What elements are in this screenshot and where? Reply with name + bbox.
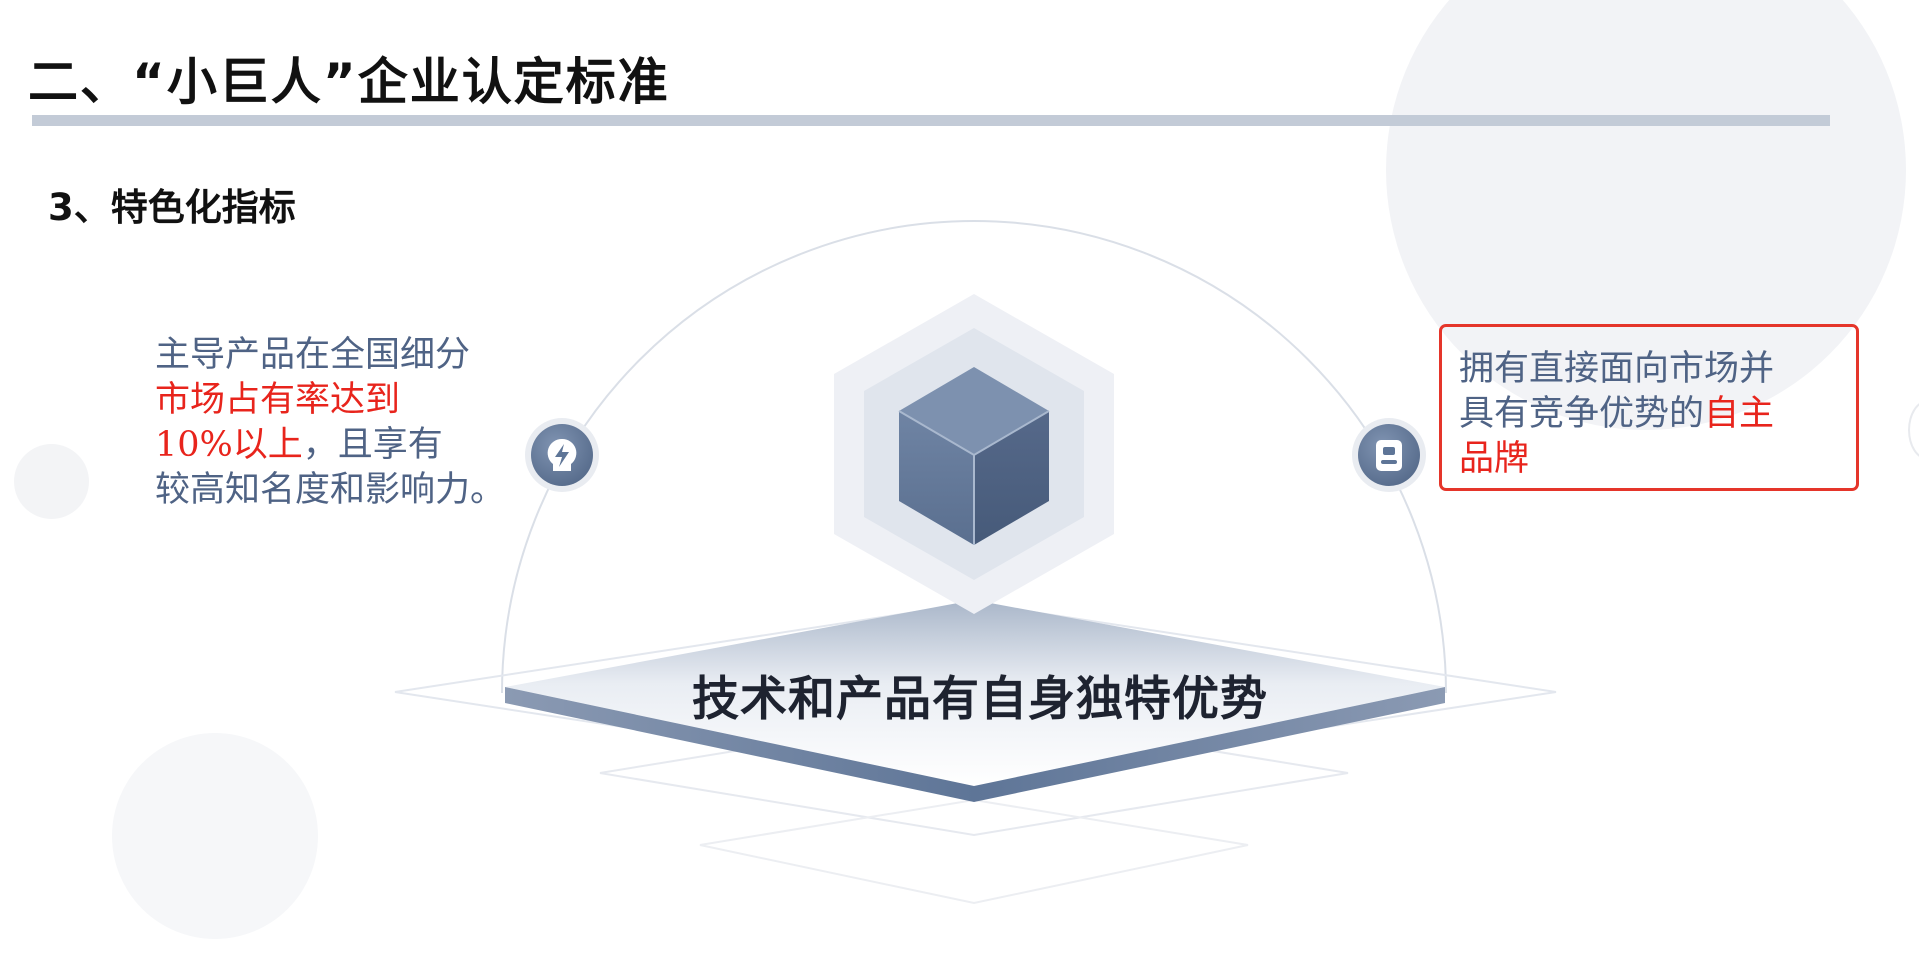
center-label: 技术和产品有自身独特优势 [692,672,1268,727]
highlight-text: 10%以上 [155,425,303,465]
indicator-line: 具有竞争优势的自主 [1459,392,1836,437]
indicator-line-highlight: 市场占有率达到 [155,380,401,420]
platform-outline [699,798,1249,905]
lightning-bulb-icon [525,418,599,492]
platform-face [505,600,1445,786]
page-title: 二、“小巨人”企业认定标准 [28,53,670,111]
indicator-text: 具有竞争优势的 [1459,394,1705,434]
background-circle [14,444,89,519]
brand-tag-icon [1352,418,1426,492]
highlight-text: 自主 [1704,394,1775,434]
section-heading: 3、特色化指标 [48,186,296,229]
indicator-line: 拥有直接面向市场并 [1459,349,1775,389]
indicator-line: 10%以上，且享有 [155,423,525,468]
right-indicator-box: 拥有直接面向市场并 具有竞争优势的自主 品牌 [1439,324,1859,491]
background-circle [112,733,318,939]
left-indicator-text: 主导产品在全国细分 市场占有率达到 10%以上，且享有 较高知名度和影响力。 [155,333,525,513]
indicator-line-highlight: 品牌 [1459,439,1530,479]
indicator-line: 主导产品在全国细分 [155,335,471,375]
title-divider [32,115,1830,126]
indicator-text: ，且享有 [302,425,443,465]
indicator-line: 较高知名度和影响力。 [155,470,506,510]
background-circle [1386,0,1906,430]
